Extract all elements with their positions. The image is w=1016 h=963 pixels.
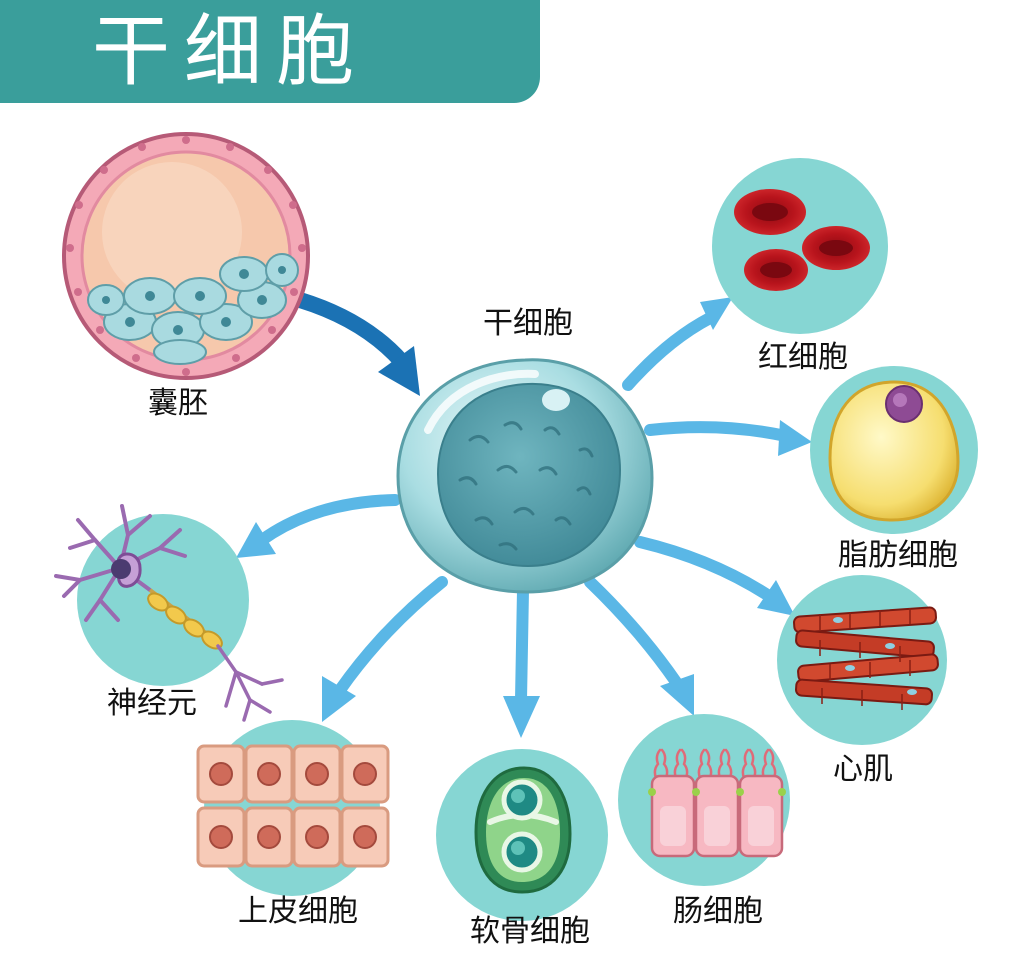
label-epithelial-cell: 上皮细胞 (238, 894, 358, 929)
arrow-to-cartilage-cell (503, 584, 540, 738)
stem-cell-illustration (396, 358, 654, 594)
arrow-to-epithelial-cell (322, 576, 448, 722)
arrow-blastocyst-to-stem (292, 292, 420, 396)
arrow-to-heart-muscle (634, 536, 795, 616)
label-stem-cell: 干细胞 (483, 306, 573, 341)
red-blood-cell-illustration (734, 189, 870, 291)
arrow-to-red-blood-cell (622, 297, 733, 391)
label-fat-cell: 脂肪细胞 (838, 538, 958, 573)
title-banner: 干细胞 (0, 0, 540, 103)
neuron-illustration (54, 504, 284, 722)
intestinal-cell-illustration (648, 748, 786, 858)
label-cartilage-cell: 软骨细胞 (470, 914, 590, 949)
arrow-to-fat-cell (644, 420, 812, 456)
blastocyst-illustration (62, 132, 310, 380)
label-intestinal-cell: 肠细胞 (673, 894, 763, 929)
label-heart-muscle: 心肌 (833, 752, 893, 787)
arrow-to-neuron (236, 494, 401, 558)
arrow-to-intestinal-cell (584, 576, 694, 716)
label-red-blood-cell: 红细胞 (758, 340, 848, 375)
epithelial-cell-illustration (196, 744, 390, 868)
label-blastocyst: 囊胚 (148, 386, 208, 421)
cartilage-cell-illustration (474, 766, 572, 894)
fat-cell-illustration (828, 380, 960, 522)
heart-muscle-illustration (793, 606, 939, 710)
label-neuron: 神经元 (107, 686, 197, 721)
page-title: 干细胞 (92, 7, 369, 97)
